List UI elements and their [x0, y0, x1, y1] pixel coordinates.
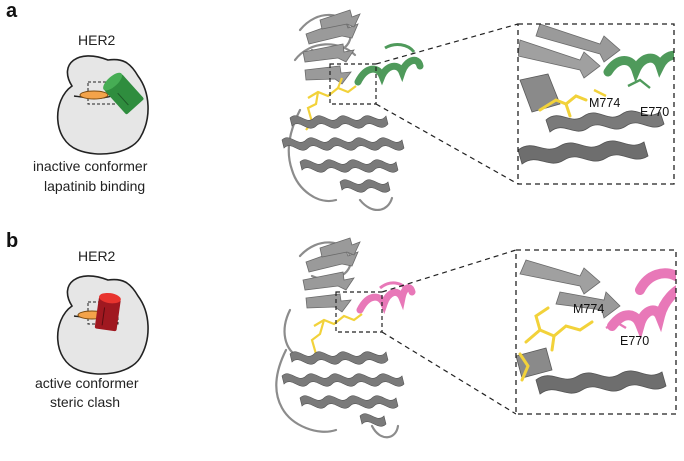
inset-strand-1b [519, 259, 601, 295]
zoom-inset-border-a [517, 23, 675, 185]
protein-structure-a [281, 9, 519, 211]
zoom-inset-a [517, 23, 675, 185]
residue-m774-b: M774 [573, 302, 605, 316]
zoom-line-top-a [375, 23, 519, 65]
helix-2a [281, 137, 405, 151]
zoom-region-box-b [335, 291, 383, 333]
beta-strand-2a [302, 43, 355, 63]
beta-strand-3b [305, 293, 352, 313]
c-lobe-loop-a [287, 108, 338, 203]
caption-line2-b: steric clash [50, 394, 121, 410]
panel-b: b HER2 active conformer steric clash [0, 230, 684, 460]
alpha-c-helix-b [356, 281, 416, 315]
inset-e770-sidechain-a [627, 78, 651, 89]
protein-name-a: HER2 [78, 32, 116, 48]
helix-2b [281, 373, 405, 387]
helix-3a [299, 159, 399, 173]
beta-strand-3a [304, 65, 352, 85]
inset-e770-sidechain-b [605, 320, 627, 330]
residue-e770-b: E770 [620, 334, 650, 348]
helix-4a [339, 179, 391, 193]
beta-strand-4a [319, 9, 361, 30]
alpha-c-helix-shape-b [94, 292, 121, 332]
alpha-c-helix-shape-a [103, 72, 144, 115]
caption-line1-a: inactive conformer [33, 158, 148, 174]
inset-strand-2b [555, 291, 621, 319]
residue-e770-a: E770 [640, 105, 670, 119]
inset-strand-1a [518, 39, 601, 79]
inset-ligand-b [518, 306, 594, 382]
zoom-inset-b [515, 249, 677, 415]
panel-label-b: b [6, 230, 19, 252]
inset-m774-sidechain-a [593, 88, 607, 98]
protein-structure-b [275, 237, 517, 439]
helix-1a [289, 115, 389, 129]
inset-ligand-a [538, 94, 588, 118]
schematic-cartoon-b [56, 275, 149, 375]
helix-3b [299, 395, 399, 409]
beta-strand-2b [302, 271, 355, 291]
beta-strand-4b [319, 237, 361, 258]
zoom-line-bottom-a [375, 103, 519, 185]
c-lobe-loop-2a [358, 196, 394, 211]
protein-name-b: HER2 [78, 248, 116, 264]
inset-strand-2a [535, 24, 621, 63]
ligand-b [310, 313, 363, 355]
caption-line2-a: lapatinib binding [44, 178, 146, 194]
c-lobe-loop-2b [370, 424, 400, 439]
panel-label-a: a [6, 0, 18, 22]
inset-alpha-c-helix-a [603, 50, 674, 83]
inset-helix-1a [545, 110, 665, 133]
c-lobe-loop-b [275, 348, 338, 433]
zoom-line-top-b [381, 249, 517, 293]
residue-m774-a: M774 [589, 96, 621, 110]
panel-a: a HER2 inactive conformer lapatinib bind… [0, 0, 684, 230]
inhibitor-shape-a [79, 90, 109, 100]
helix-4b [359, 413, 387, 427]
alpha-c-helix-a [354, 43, 424, 86]
helix-1b [289, 351, 389, 365]
inset-helix-1b [535, 370, 667, 395]
zoom-line-bottom-b [381, 331, 517, 415]
inset-alpha-c-helix-b [607, 268, 676, 340]
schematic-cartoon-a [56, 55, 149, 155]
caption-line1-b: active conformer [35, 375, 139, 391]
zoom-region-box-a [329, 63, 377, 105]
inset-helix-2a [518, 140, 649, 165]
